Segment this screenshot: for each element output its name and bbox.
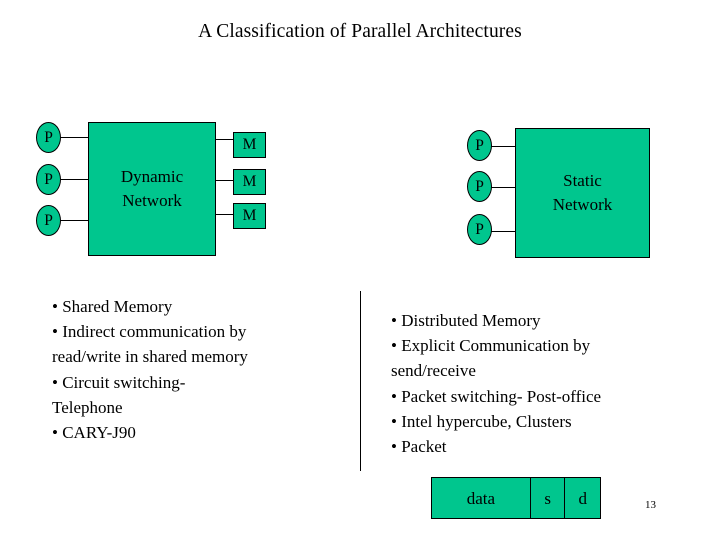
- memory-node-label: M: [242, 136, 257, 154]
- connector-p2-to-dynamic-network: [60, 179, 89, 180]
- processor-node-p2: P: [467, 171, 492, 202]
- list-item: • Intel hypercube, Clusters: [391, 411, 572, 431]
- dynamic-network-label: Dynamic Network: [120, 167, 184, 210]
- packet-cell-label: d: [578, 488, 587, 508]
- memory-node-m2: M: [233, 169, 266, 195]
- processor-node-p2: P: [36, 164, 61, 195]
- list-item: • Indirect communication by: [52, 322, 247, 342]
- column-divider: [360, 291, 361, 471]
- processor-node-p1: P: [36, 122, 61, 153]
- connector-p3-to-dynamic-network: [60, 220, 89, 221]
- shared-memory-notes: • Shared Memory • Indirect communication…: [52, 294, 352, 445]
- list-item: • Distributed Memory: [391, 311, 541, 330]
- processor-node-p3: P: [467, 214, 492, 245]
- memory-node-label: M: [242, 207, 257, 225]
- list-item: • Packet: [391, 437, 447, 457]
- list-item: send/receive: [391, 361, 476, 381]
- page-title: A Classification of Parallel Architectur…: [198, 21, 522, 42]
- processor-node-label: P: [44, 170, 53, 188]
- connector-p1-to-static-network: [491, 146, 516, 147]
- processor-node-p3: P: [36, 205, 61, 236]
- list-item: • Packet switching- Post-office: [391, 386, 602, 406]
- packet-cell-data: data: [432, 478, 531, 518]
- list-item: • Explicit Communication by: [391, 336, 591, 356]
- processor-node-label: P: [44, 128, 53, 146]
- memory-node-label: M: [242, 173, 257, 191]
- connector-p1-to-dynamic-network: [60, 137, 89, 138]
- processor-node-label: P: [475, 220, 484, 238]
- list-item: Telephone: [52, 397, 123, 417]
- packet-cell-source: s: [531, 478, 566, 518]
- list-item: • CARY-J90: [52, 423, 136, 443]
- connector-dynamic-network-to-m1: [215, 139, 234, 140]
- packet-layout-figure: data s d: [431, 477, 601, 519]
- connector-p3-to-static-network: [491, 231, 516, 232]
- dynamic-network-box: Dynamic Network: [88, 122, 216, 256]
- processor-node-p1: P: [467, 130, 492, 161]
- list-item: read/write in shared memory: [52, 347, 248, 367]
- connector-dynamic-network-to-m2: [215, 180, 234, 181]
- static-network-box: Static Network: [515, 128, 650, 258]
- processor-node-label: P: [475, 177, 484, 195]
- packet-cell-destination: d: [565, 478, 600, 518]
- connector-dynamic-network-to-m3: [215, 214, 234, 215]
- list-item: • Circuit switching-: [52, 372, 186, 392]
- processor-node-label: P: [475, 136, 484, 154]
- connector-p2-to-static-network: [491, 187, 516, 188]
- packet-cell-label: s: [544, 488, 551, 508]
- processor-node-label: P: [44, 211, 53, 229]
- page-number: 13: [645, 499, 656, 511]
- memory-node-m1: M: [233, 132, 266, 158]
- distributed-memory-notes: • Distributed Memory • Explicit Communic…: [391, 308, 701, 459]
- memory-node-m3: M: [233, 203, 266, 229]
- list-item: • Shared Memory: [52, 297, 173, 316]
- static-network-label: Static Network: [552, 171, 613, 214]
- packet-cell-label: data: [466, 488, 496, 508]
